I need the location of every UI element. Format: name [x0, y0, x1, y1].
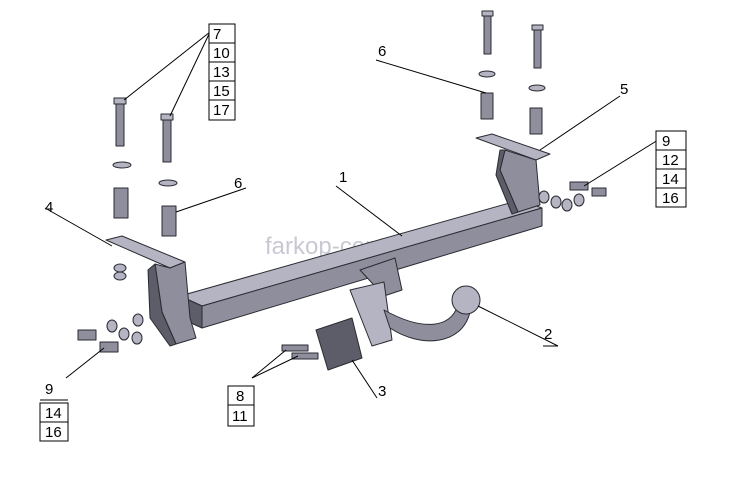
callout-4: 4 [45, 199, 53, 216]
label-13: 13 [213, 64, 230, 81]
label-15: 15 [213, 83, 230, 100]
label-12: 12 [662, 152, 679, 169]
callout-6-top: 6 [378, 43, 386, 60]
label-table-right: 9 12 14 16 [655, 130, 687, 208]
left-bolts-and-spacers [112, 97, 178, 237]
right-bracket [475, 133, 551, 215]
left-bracket [105, 235, 197, 347]
label-16-left: 16 [45, 424, 62, 441]
label-7: 7 [213, 26, 221, 43]
label-14-left: 14 [45, 405, 62, 422]
socket-plate [281, 317, 363, 371]
label-10: 10 [213, 45, 230, 62]
label-table-bottom-left: 9 14 16 [39, 381, 69, 442]
callout-1: 1 [339, 169, 347, 186]
label-14-right: 14 [662, 171, 679, 188]
label-16-right: 16 [662, 190, 679, 207]
callout-3: 3 [378, 383, 386, 400]
label-9-left: 9 [45, 381, 53, 398]
right-bolts-and-spacers [478, 10, 546, 135]
label-table-top-left: 7 10 13 15 17 [208, 23, 236, 121]
label-8: 8 [236, 388, 244, 405]
ball-mount [349, 257, 481, 347]
callout-2: 2 [544, 326, 552, 343]
callout-6-left: 6 [234, 175, 242, 192]
leader-lines [44, 31, 659, 399]
label-table-bottom-mid: 8 11 [227, 385, 255, 427]
label-17: 17 [213, 102, 230, 119]
left-nuts-washers [77, 263, 144, 353]
label-9-right: 9 [662, 133, 670, 150]
label-11: 11 [232, 408, 248, 425]
right-nuts-washers [538, 181, 607, 212]
callout-5: 5 [620, 81, 628, 98]
